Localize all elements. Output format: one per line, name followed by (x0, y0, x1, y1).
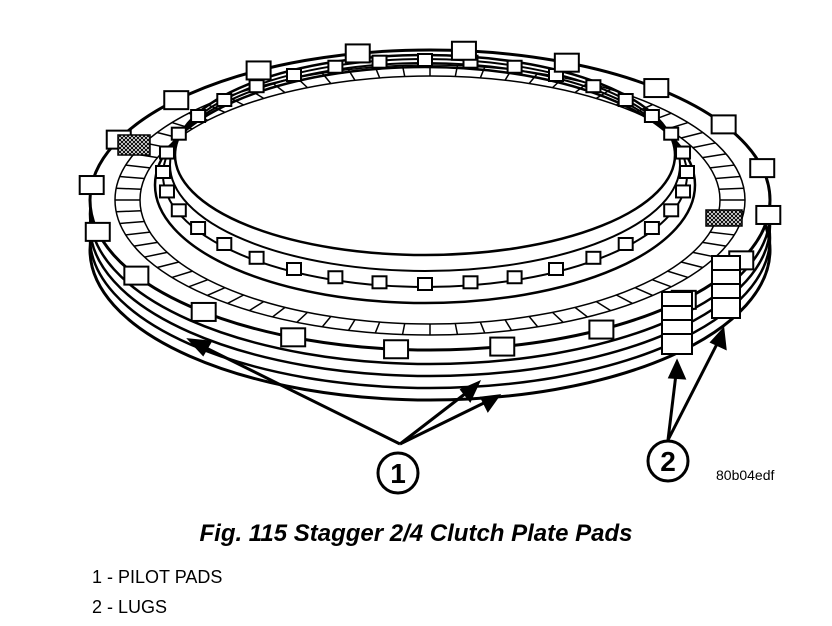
callout-2: 2 (646, 439, 690, 483)
callout-2-label: 2 (660, 446, 676, 477)
legend-item-lugs: 2 - LUGS (92, 597, 168, 617)
clutch-plate-illustration: 1 2 80b04edf (78, 40, 782, 495)
pilot-pad-left (117, 134, 151, 156)
callout-1: 1 (376, 451, 420, 495)
pilot-pad-right (705, 209, 743, 227)
inner-spline-teeth (155, 53, 695, 291)
callout-1-label: 1 (390, 458, 406, 489)
callout-1-leaders (186, 338, 502, 446)
legend-item-pilot-pads: 1 - PILOT PADS (92, 567, 223, 587)
callout-2-leaders (666, 326, 727, 441)
lug-stack (661, 255, 741, 355)
friction-segments (115, 65, 745, 335)
outer-lugs (78, 40, 782, 360)
figure-caption: Fig. 115 Stagger 2/4 Clutch Plate Pads (199, 520, 633, 547)
image-code: 80b04edf (716, 467, 775, 483)
